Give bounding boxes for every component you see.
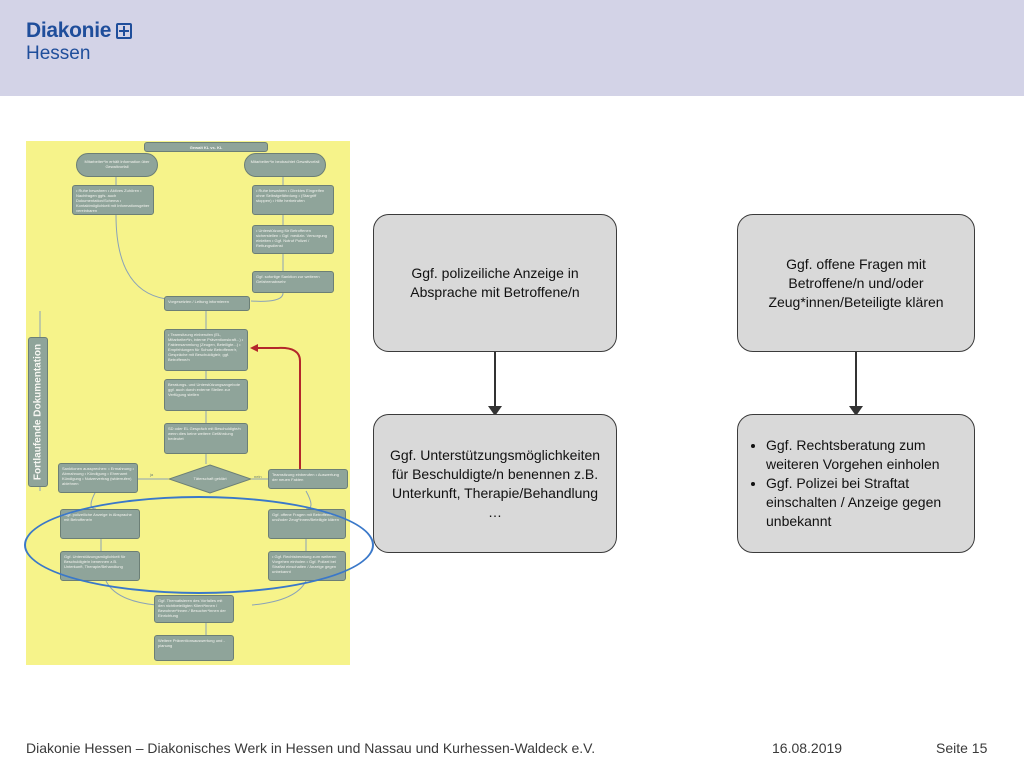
card-support-options: Ggf. Unterstützungsmöglichkeiten für Bes… [373, 414, 617, 553]
flow-decision-diamond [168, 464, 252, 494]
flow-node-meeting: SD oder EL Gespräch mit Beschuldigte/n w… [164, 423, 248, 454]
card-support-text: Ggf. Unterstützungsmöglichkeiten für Bes… [389, 446, 601, 520]
card-legal-steps: Ggf. Rechtsberatung zum weiteren Vorgehe… [737, 414, 975, 553]
logo-wordmark: Diakonie [26, 19, 112, 42]
flow-node-topic: Ggf. Thematisieren des Vorfalles mit den… [154, 595, 234, 623]
footer-date: 16.08.2019 [772, 740, 843, 756]
highlight-ellipse [24, 496, 374, 594]
cross-icon [116, 23, 133, 39]
card-legal-list: Ggf. Rechtsberatung zum weiteren Vorgehe… [748, 436, 964, 531]
flow-title: Gewalt KL vs. KL [144, 142, 268, 152]
flow-node-left-list: • Ruhe bewahren • Aktives Zuhören • Nach… [72, 185, 154, 215]
flow-node-right-support: • Unterstützung für Betroffenen sicherst… [252, 225, 334, 254]
flow-node-counsel: Beratungs- und Unterstützungsangebote gg… [164, 379, 248, 411]
footer-organization: Diakonie Hessen – Diakonisches Werk in H… [26, 740, 596, 756]
card-open-questions: Ggf. offene Fragen mit Betroffene/n und/… [737, 214, 975, 352]
flow-node-team: • Teamsitzung einberufen (EL, Mitarbeite… [164, 329, 248, 371]
flow-side-documentation: Fortlaufende Dokumentation [28, 337, 48, 487]
flow-node-prevention: Weitere Präventionsauswertung und -planu… [154, 635, 234, 661]
flow-node-right-danger: Ggf. sofortige Sanktion zur weiteren Gef… [252, 271, 334, 293]
card-police-text: Ggf. polizeiliche Anzeige in Absprache m… [410, 265, 580, 300]
flow-node-lead: Vorgesetzten / Leitung informieren [164, 296, 250, 311]
flow-decision-no: nein [254, 474, 262, 479]
arrow-down-left [488, 352, 502, 416]
logo-subline: Hessen [26, 43, 91, 64]
diakonie-hessen-logo: Diakonie Hessen [26, 19, 133, 65]
flow-node-right-list: • Ruhe bewahren • Direktes Eingreifen oh… [252, 185, 334, 215]
card-questions-text: Ggf. offene Fragen mit Betroffene/n und/… [768, 255, 944, 310]
loop-back-arrow [252, 346, 301, 486]
arrow-down-right [849, 352, 863, 416]
flow-decision-yes: ja [150, 472, 154, 477]
flow-decision-label: Täterschaft geklärt [193, 476, 227, 481]
flow-node-right-team: Teamsitzung einberufen • Auswertung der … [268, 469, 348, 489]
card-police-report: Ggf. polizeiliche Anzeige in Absprache m… [373, 214, 617, 352]
header-band: Diakonie Hessen [0, 0, 1024, 96]
card-legal-item: Ggf. Polizei bei Straftat einschalten / … [766, 474, 964, 531]
flow-node-left-measures: Sanktionen aussprechen: • Ermahnung • Ab… [58, 463, 138, 493]
footer-page-number: Seite 15 [936, 740, 988, 756]
flow-node-left-start: Mitarbeiter*in erhält Information über G… [76, 153, 158, 177]
flow-node-right-start: Mitarbeiter*in beobachtet Gewaltvorfall [244, 153, 326, 177]
flow-side-label: Fortlaufende Dokumentation [32, 343, 44, 481]
card-legal-item: Ggf. Rechtsberatung zum weiteren Vorgehe… [766, 436, 964, 474]
